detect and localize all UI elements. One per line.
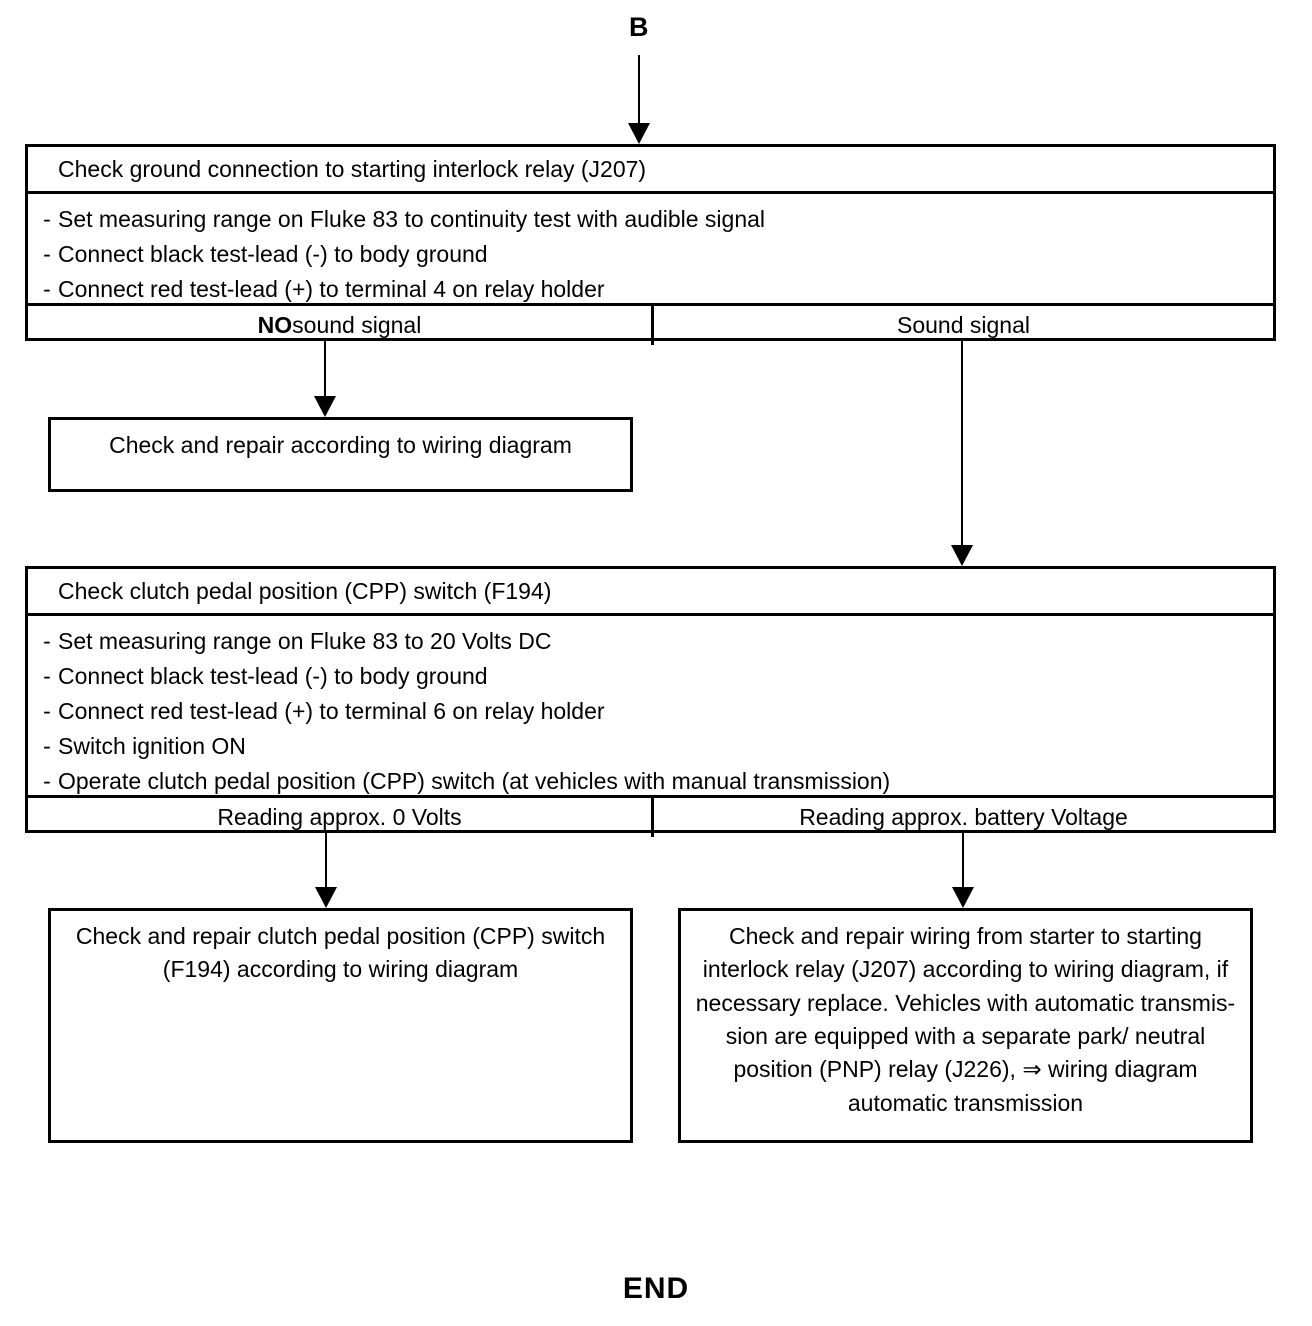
- block1-results: NO sound signal Sound signal: [28, 306, 1273, 346]
- bullet-dash-icon: -: [43, 206, 51, 233]
- block2-step: - Connect red test-lead (+) to terminal …: [28, 694, 1273, 729]
- block2-title: Check clutch pedal position (CPP) switch…: [28, 569, 1273, 617]
- block-check-cpp-switch: Check clutch pedal position (CPP) switch…: [25, 566, 1276, 838]
- arrow-zero-volts-to-cpp-repair: [315, 833, 337, 908]
- block2-result-zero-volts: Reading approx. 0 Volts: [217, 804, 462, 831]
- bullet-dash-icon: -: [43, 698, 51, 725]
- action-check-repair-wiring-diagram: Check and repair according to wiring dia…: [48, 417, 633, 492]
- block1-result-sound: Sound signal: [651, 306, 1273, 346]
- bullet-dash-icon: -: [43, 276, 51, 303]
- block2-step: - Connect black test-lead (-) to body gr…: [28, 659, 1273, 694]
- action-check-repair-wiring-diagram-text: Check and repair according to wiring dia…: [109, 432, 572, 458]
- block2-step: - Operate clutch pedal position (CPP) sw…: [28, 764, 1273, 799]
- block-check-ground-connection: Check ground connection to starting inte…: [25, 144, 1276, 346]
- block1-step-text: Connect red test-lead (+) to terminal 4 …: [58, 276, 605, 303]
- block2-results: Reading approx. 0 Volts Reading approx. …: [28, 798, 1273, 838]
- block2-step: - Switch ignition ON: [28, 729, 1273, 764]
- block1-result-no-sound-emphasis: NO: [257, 312, 293, 339]
- arrow-no-sound-to-repair: [314, 341, 336, 417]
- block2-step-text: Switch ignition ON: [58, 733, 246, 760]
- block1-step: - Set measuring range on Fluke 83 to con…: [28, 202, 1273, 237]
- block1-steps: - Set measuring range on Fluke 83 to con…: [28, 194, 1273, 307]
- block1-title: Check ground connection to starting inte…: [28, 147, 1273, 195]
- block2-result-battery-voltage: Reading approx. battery Voltage: [651, 798, 1273, 838]
- action-check-repair-starter-wiring: Check and repair wiring from starter to …: [678, 908, 1253, 1143]
- entry-connector-label: B: [629, 12, 649, 42]
- block2-step-text: Connect black test-lead (-) to body grou…: [58, 663, 488, 690]
- action-check-repair-cpp-switch: Check and repair clutch pedal position (…: [48, 908, 633, 1143]
- arrow-sound-to-block2: [951, 341, 973, 566]
- action-check-repair-cpp-switch-text: Check and repair clutch pedal position (…: [75, 923, 606, 983]
- bullet-dash-icon: -: [43, 768, 51, 795]
- bullet-dash-icon: -: [43, 628, 51, 655]
- block2-steps: - Set measuring range on Fluke 83 to 20 …: [28, 616, 1273, 799]
- arrow-b-to-block1: [628, 55, 650, 144]
- block1-result-no-sound-rest: sound signal: [292, 312, 422, 339]
- block2-step-text: Connect red test-lead (+) to terminal 6 …: [58, 698, 605, 725]
- action-check-repair-starter-wiring-text: Check and repair wiring from starter to …: [695, 923, 1236, 1116]
- block1-step-text: Connect black test-lead (-) to body grou…: [58, 241, 488, 268]
- bullet-dash-icon: -: [43, 241, 51, 268]
- block2-step-text: Operate clutch pedal position (CPP) swit…: [58, 768, 891, 795]
- block1-step: - Connect black test-lead (-) to body gr…: [28, 237, 1273, 272]
- block2-step: - Set measuring range on Fluke 83 to 20 …: [28, 624, 1273, 659]
- block2-step-text: Set measuring range on Fluke 83 to 20 Vo…: [58, 628, 552, 655]
- arrow-battery-voltage-to-wiring-repair: [952, 833, 974, 908]
- bullet-dash-icon: -: [43, 663, 51, 690]
- block1-result-no-sound: NO sound signal: [28, 306, 651, 345]
- block1-step-text: Set measuring range on Fluke 83 to conti…: [58, 206, 766, 233]
- block1-step: - Connect red test-lead (+) to terminal …: [28, 272, 1273, 307]
- bullet-dash-icon: -: [43, 733, 51, 760]
- end-label: END: [622, 1272, 690, 1305]
